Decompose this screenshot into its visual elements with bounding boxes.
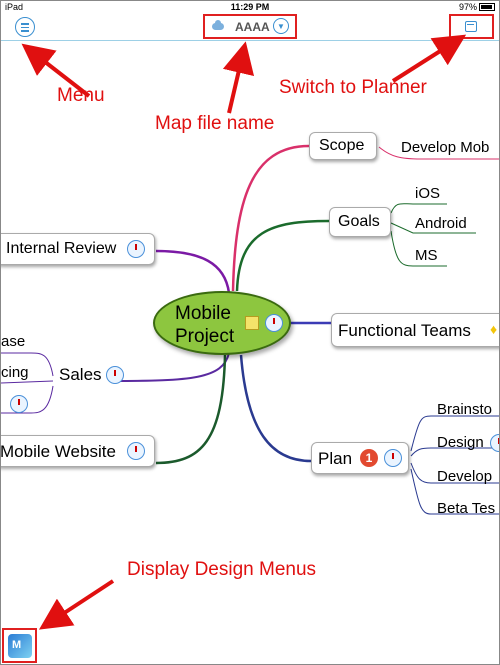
battery-status: 97% bbox=[459, 2, 495, 12]
top-toolbar: AAAA ▼ bbox=[1, 13, 499, 41]
clock-icon[interactable] bbox=[384, 449, 402, 467]
subtopic-design[interactable]: Design bbox=[437, 434, 484, 451]
subtopic-cing[interactable]: cing bbox=[1, 364, 29, 381]
subtopic-develop[interactable]: Develop bbox=[437, 468, 493, 485]
annotation-menu: Menu bbox=[57, 85, 105, 106]
topic-internal-review-label: Internal Review bbox=[6, 240, 117, 257]
clock-icon[interactable] bbox=[127, 240, 145, 258]
menu-button[interactable] bbox=[15, 17, 35, 37]
cloud-icon bbox=[212, 20, 224, 30]
note-icon[interactable] bbox=[245, 316, 259, 330]
clock-icon[interactable] bbox=[106, 366, 124, 384]
topic-mobile-website-label: Mobile Website bbox=[0, 442, 116, 461]
annotation-map-file-name: Map file name bbox=[155, 113, 275, 134]
status-time: 11:29 PM bbox=[230, 2, 270, 12]
status-bar: iPad 11:29 PM 97% bbox=[1, 1, 499, 13]
calendar-icon[interactable] bbox=[465, 21, 477, 32]
priority-badge[interactable]: 1 bbox=[360, 449, 378, 467]
subtopic-ios[interactable]: iOS bbox=[415, 185, 441, 202]
topic-functional-teams-label: Functional Teams bbox=[338, 321, 471, 340]
root-topic[interactable]: Mobile Project bbox=[153, 291, 291, 355]
lightbulb-icon[interactable]: ♦ bbox=[490, 321, 498, 337]
annotation-switch-to-planner: Switch to Planner bbox=[279, 77, 427, 98]
device-label: iPad bbox=[5, 2, 24, 12]
topic-goals[interactable]: Goals bbox=[329, 207, 391, 237]
filename-highlight: AAAA ▼ bbox=[203, 14, 297, 39]
topic-scope-label: Scope bbox=[319, 137, 365, 154]
clock-icon[interactable] bbox=[127, 442, 145, 460]
chevron-down-icon: ▼ bbox=[277, 22, 285, 31]
clock-icon[interactable] bbox=[265, 314, 283, 332]
design-menus-highlight: M bbox=[2, 628, 37, 663]
root-title-line2: Project bbox=[175, 326, 235, 347]
subtopic-develop-mob[interactable]: Develop Mob bbox=[401, 139, 490, 156]
battery-percent: 97% bbox=[458, 2, 477, 12]
file-dropdown-button[interactable]: ▼ bbox=[273, 18, 289, 34]
topic-plan-label: Plan bbox=[318, 449, 353, 468]
topic-scope[interactable]: Scope bbox=[309, 132, 377, 160]
topic-mobile-website[interactable]: Mobile Website bbox=[0, 435, 155, 467]
annotation-display-design-menus: Display Design Menus bbox=[127, 559, 317, 580]
topic-internal-review[interactable]: Internal Review bbox=[1, 233, 155, 265]
subtopic-brainsto[interactable]: Brainsto bbox=[437, 401, 493, 418]
design-menus-icon[interactable]: M bbox=[8, 634, 32, 658]
subtopic-android[interactable]: Android bbox=[415, 215, 467, 232]
subtopic-ase[interactable]: ase bbox=[1, 333, 26, 350]
topic-goals-label: Goals bbox=[338, 213, 380, 230]
clock-icon[interactable] bbox=[10, 395, 28, 413]
map-file-name[interactable]: AAAA bbox=[235, 20, 270, 34]
topic-functional-teams[interactable]: Functional Teams ♦ bbox=[331, 313, 499, 347]
topic-plan[interactable]: Plan 1 bbox=[311, 442, 409, 474]
subtopic-ms[interactable]: MS bbox=[415, 247, 438, 264]
battery-icon bbox=[479, 3, 495, 11]
root-title-line1: Mobile bbox=[175, 303, 231, 324]
subtopic-beta-tes[interactable]: Beta Tes bbox=[437, 500, 496, 517]
topic-sales[interactable]: Sales bbox=[59, 365, 102, 384]
planner-highlight bbox=[449, 14, 494, 39]
